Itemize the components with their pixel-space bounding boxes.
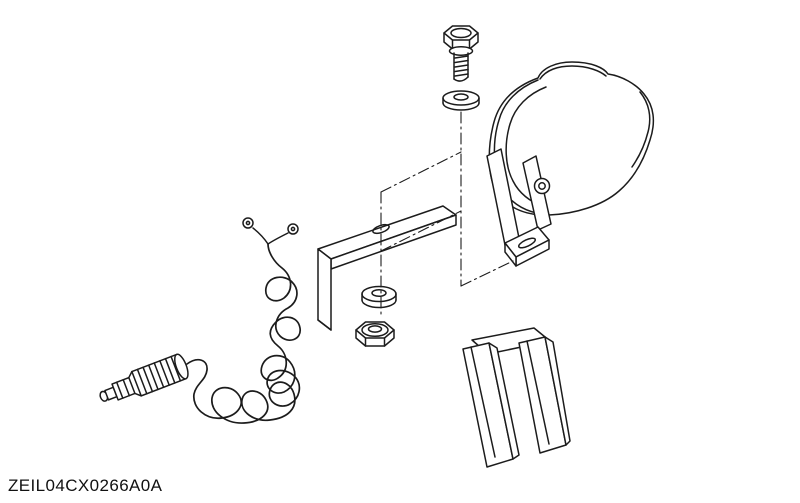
plug-end-cap	[174, 353, 189, 380]
nut-hole	[367, 325, 383, 333]
washer-lower	[361, 285, 397, 309]
washer-upper-hole	[453, 93, 469, 101]
wire-terminals	[242, 217, 299, 245]
yoke-foot-slot	[517, 237, 537, 249]
bolt-threads	[454, 55, 469, 77]
lamp-yoke-bracket	[486, 148, 552, 267]
centerline-to-yoke-foot	[460, 260, 514, 287]
washer-upper	[442, 90, 480, 111]
bracket-hole	[372, 223, 390, 235]
coiled-cord	[186, 217, 301, 424]
centerlines	[380, 111, 514, 319]
work-lamp	[486, 61, 655, 267]
washer-lower-hole	[371, 288, 387, 298]
power-plug	[99, 353, 189, 402]
figure-code: ZEIL04CX0266A0A	[8, 476, 163, 495]
plug-ribs	[136, 355, 182, 395]
lamp-side-seam	[631, 91, 651, 168]
lamp-handle-ridge	[539, 65, 607, 80]
lamp-rim-inner	[505, 86, 547, 207]
yoke-pivot-knob	[533, 177, 551, 195]
hex-bolt	[443, 25, 479, 82]
centerline-diagonal-top	[380, 151, 462, 193]
mounting-bracket	[317, 205, 457, 331]
centerline-diagonal-mid	[380, 210, 462, 252]
spring-clip	[462, 327, 571, 468]
diagram-lines	[99, 25, 655, 468]
bolt-flange	[448, 46, 474, 56]
nut-chamfer	[361, 322, 389, 338]
hex-nut	[355, 321, 395, 347]
